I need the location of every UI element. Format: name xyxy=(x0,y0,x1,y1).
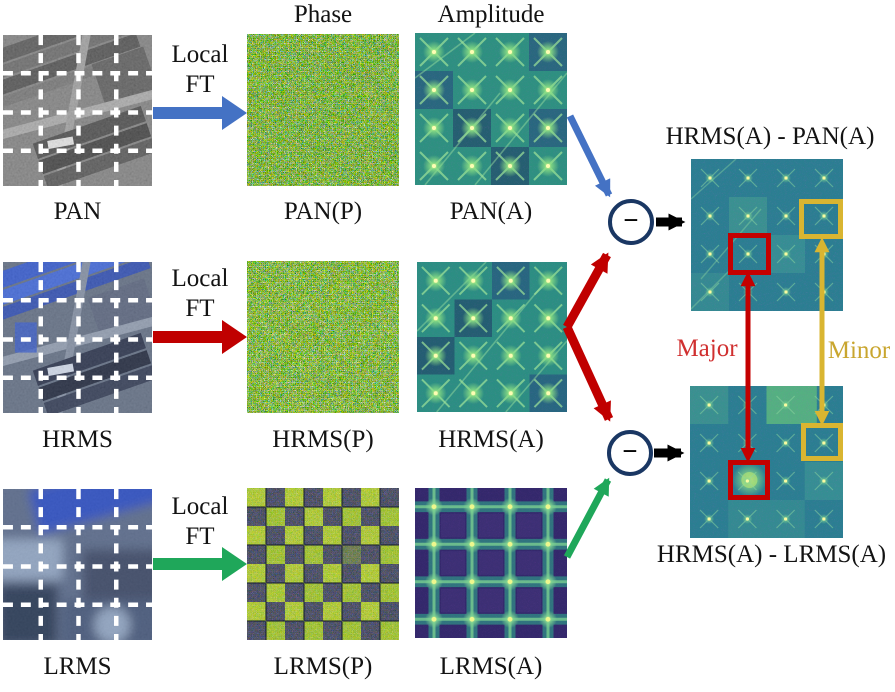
lrms-phase-image xyxy=(247,488,399,640)
minor-box-top xyxy=(799,199,843,239)
pan-local-ft-arrow xyxy=(153,96,247,130)
hrms-amplitude-to-subtract-bottom-arrow xyxy=(562,325,614,422)
hrms-label: HRMS xyxy=(42,426,113,453)
major-box-bottom xyxy=(728,460,770,500)
lrms-local-ft-label-line1: Local xyxy=(171,493,229,520)
result-bottom-title: HRMS(A) - LRMS(A) xyxy=(656,541,887,568)
pan-label: PAN xyxy=(53,198,102,225)
lrms-phase-label: LRMS(P) xyxy=(273,653,373,680)
lrms-image xyxy=(3,489,152,640)
pan-amplitude-label: PAN(A) xyxy=(449,198,533,225)
subtract-node-top-symbol: − xyxy=(623,205,639,235)
lrms-amplitude-label: LRMS(A) xyxy=(439,653,543,680)
pan-local-ft-label: Local FT xyxy=(157,40,243,100)
pan-local-ft-label-line1: Local xyxy=(171,41,229,68)
major-annotation-label: Major xyxy=(676,335,738,362)
hrms-image xyxy=(3,262,152,413)
phase-column-header: Phase xyxy=(293,1,353,28)
pan-amplitude-to-subtract-arrow xyxy=(566,114,613,198)
lrms-local-ft-arrow xyxy=(153,547,247,581)
minor-box-bottom xyxy=(801,423,843,461)
hrms-amplitude-label: HRMS(A) xyxy=(438,426,544,453)
hrms-amplitude-image xyxy=(417,262,567,412)
hrms-local-ft-arrow xyxy=(153,320,247,354)
pan-phase-image xyxy=(247,34,399,186)
hrms-phase-image xyxy=(247,261,399,413)
hrms-local-ft-label-line1: Local xyxy=(171,265,229,292)
lrms-label: LRMS xyxy=(43,653,112,680)
hrms-local-ft-label-line2: FT xyxy=(185,295,215,322)
subtract-node-top: − xyxy=(608,199,654,245)
hrms-amplitude-to-subtract-top-arrow xyxy=(563,252,611,330)
pan-phase-label: PAN(P) xyxy=(283,198,363,225)
lrms-local-ft-label: Local FT xyxy=(157,492,243,552)
lrms-amplitude-to-subtract-arrow xyxy=(563,477,612,559)
hrms-phase-label: HRMS(P) xyxy=(272,426,374,453)
pan-amplitude-image xyxy=(415,33,567,185)
lrms-local-ft-label-line2: FT xyxy=(185,523,215,550)
minor-annotation-label: Minor xyxy=(827,337,891,364)
pan-image xyxy=(3,35,152,186)
subtract-node-bottom-symbol: − xyxy=(622,436,638,466)
hrms-local-ft-label: Local FT xyxy=(157,264,243,324)
subtract-node-bottom: − xyxy=(607,430,653,476)
major-box-top xyxy=(728,233,771,275)
pan-local-ft-label-line2: FT xyxy=(185,71,215,98)
lrms-amplitude-image xyxy=(415,488,567,638)
result-top-title: HRMS(A) - PAN(A) xyxy=(665,123,875,150)
amplitude-column-header: Amplitude xyxy=(437,1,545,28)
